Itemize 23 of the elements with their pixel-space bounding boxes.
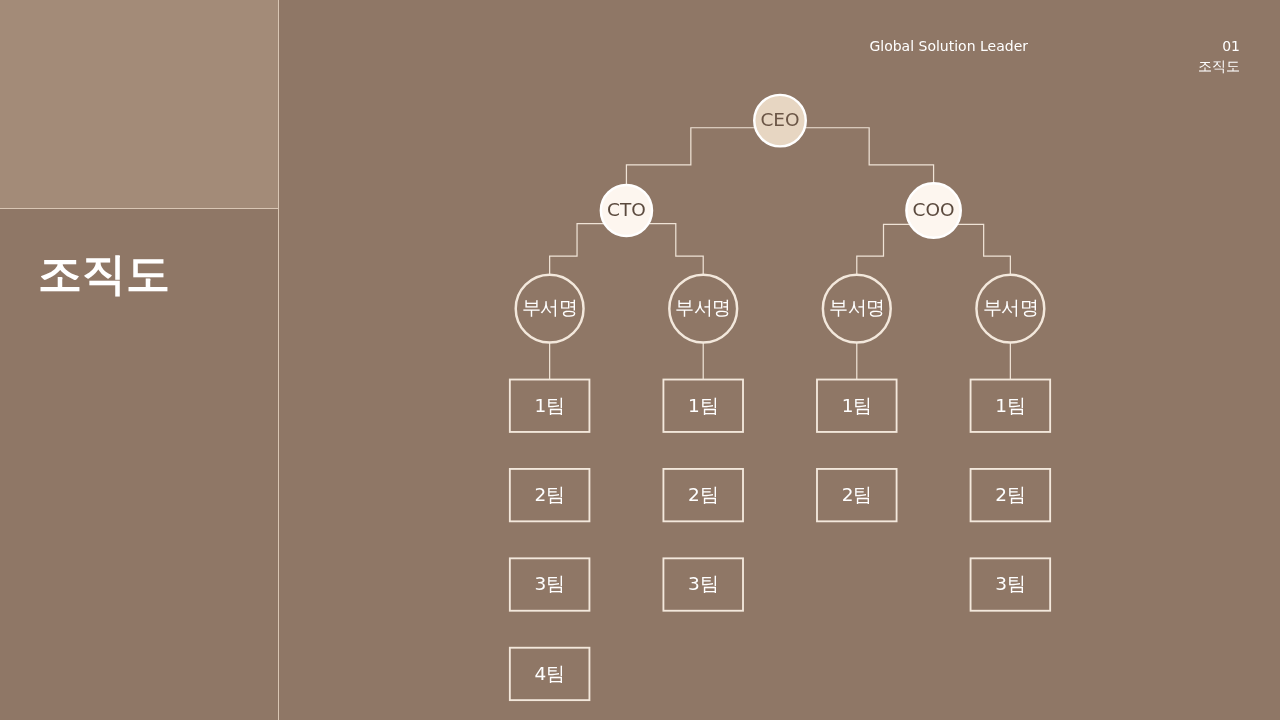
node-box: 1팀 — [816, 378, 898, 433]
node-circle: CEO — [753, 93, 807, 148]
node-box: 2팀 — [508, 468, 591, 523]
page-title: 조직도 — [38, 247, 170, 301]
node-circle: CTO — [599, 183, 654, 238]
node-box: 3팀 — [969, 557, 1052, 612]
node-box: 1팀 — [508, 378, 591, 433]
node-circle: 부서명 — [514, 273, 585, 344]
section-name: 조직도 — [1198, 58, 1240, 76]
node-box: 3팀 — [508, 557, 591, 612]
node-box: 3팀 — [662, 557, 744, 612]
node-box: 2팀 — [662, 468, 744, 523]
node-circle: 부서명 — [668, 273, 739, 344]
node-box: 2팀 — [969, 468, 1052, 523]
tagline-text: Global Solution Leader — [869, 38, 1028, 54]
page-number: 01 — [1222, 38, 1240, 54]
node-circle: 부서명 — [821, 273, 892, 344]
node-circle: COO — [905, 182, 962, 239]
node-box: 1팀 — [662, 378, 744, 433]
node-box: 4팀 — [508, 646, 591, 702]
node-circle: 부서명 — [975, 273, 1046, 344]
node-box: 2팀 — [816, 468, 898, 523]
node-box: 1팀 — [969, 378, 1052, 433]
